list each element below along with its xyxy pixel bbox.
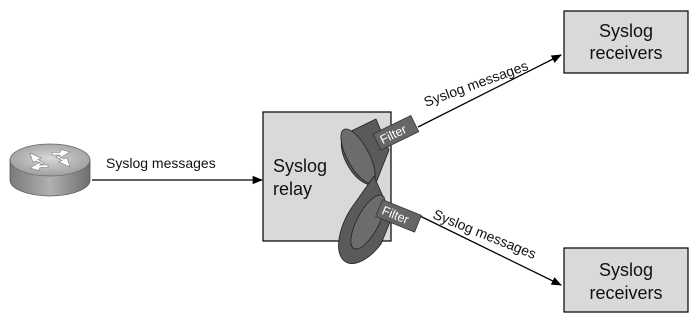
lower-filter-tag <box>375 199 422 233</box>
upper-filter-funnel-icon <box>340 118 390 186</box>
relay-label-line2: relay <box>273 179 312 199</box>
upper-filter-tag <box>372 114 420 151</box>
lower-receivers-line1: Syslog <box>599 260 653 280</box>
lower-message-label: Syslog messages <box>431 206 539 262</box>
upper-receivers-line2: receivers <box>589 43 662 63</box>
lower-filter: Filter <box>338 175 422 264</box>
upper-filter: Filter <box>340 114 420 186</box>
upper-message-label: Syslog messages <box>422 57 531 110</box>
syslog-receivers-box-lower: Syslog receivers <box>563 247 689 313</box>
upper-output-arrow <box>417 54 562 128</box>
lower-output-arrow <box>419 215 562 286</box>
input-message-label: Syslog messages <box>106 155 216 171</box>
syslog-receivers-box-upper: Syslog receivers <box>563 10 689 74</box>
router-icon <box>9 143 91 197</box>
lower-filter-funnel-icon <box>338 175 393 264</box>
lower-receivers-line2: receivers <box>589 283 662 303</box>
upper-receivers-line1: Syslog <box>599 21 653 41</box>
relay-label-line1: Syslog <box>273 156 327 176</box>
